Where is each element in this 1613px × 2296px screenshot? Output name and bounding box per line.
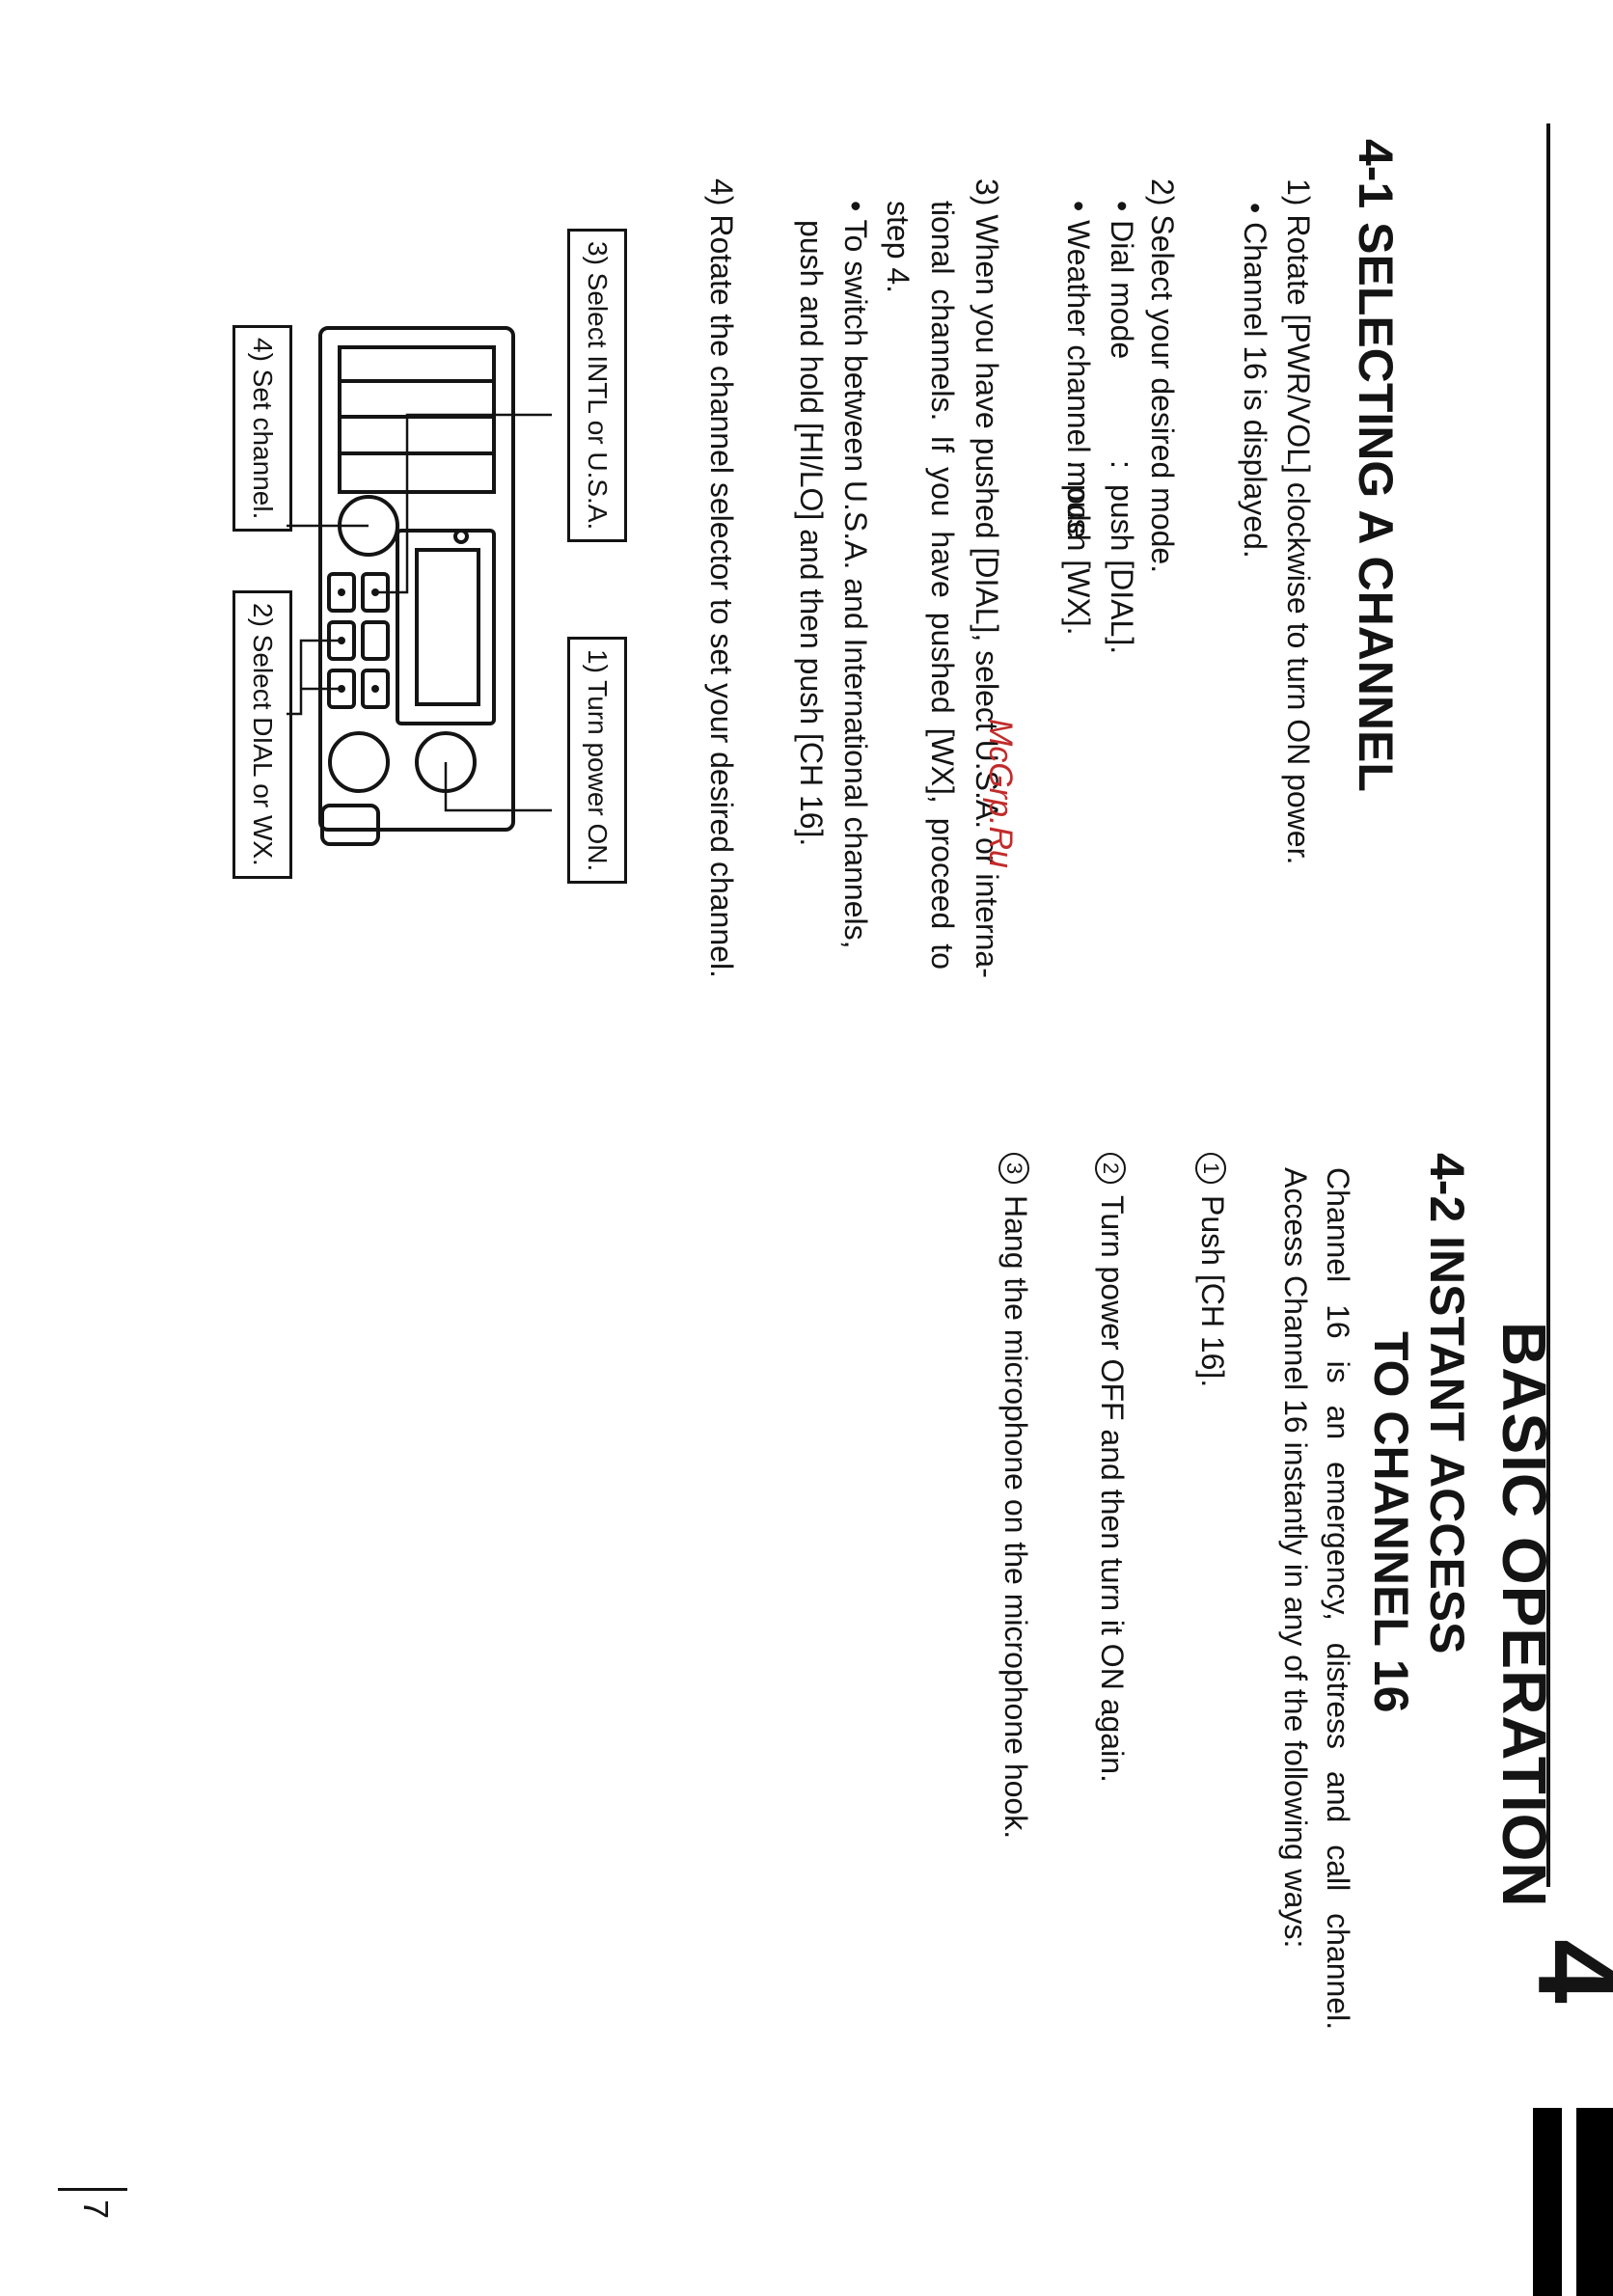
step-4: 4) Rotate the channel selector to set yo…	[704, 178, 739, 978]
step-1: 1) Rotate [PWR/VOL] clockwise to turn ON…	[1281, 178, 1316, 865]
radio-body	[318, 326, 515, 832]
chapter-tab-block	[1576, 2108, 1613, 2296]
squelch-knob	[328, 731, 390, 793]
step-1-note: • Channel 16 is displayed.	[1238, 203, 1272, 559]
page-number-rule	[58, 2188, 127, 2191]
chapter-tab-block	[1533, 2108, 1562, 2296]
speaker-grille	[338, 345, 496, 494]
microphone-hook	[320, 804, 380, 846]
chapter-title: BASIC OPERATION	[1490, 1322, 1559, 1908]
weather-mode-action: push [WX].	[1061, 484, 1096, 636]
radio-front-panel-diagram	[287, 326, 552, 846]
watermark: McGrp.Ru	[982, 719, 1019, 868]
chapter-number: 4	[1511, 1939, 1613, 2004]
dial-mode-action: push [DIAL].	[1105, 484, 1139, 655]
section-title-instant-access-line-2: TO CHANNEL 16	[1364, 1331, 1418, 1713]
callout-turn-power-on: 1) Turn power ON.	[567, 637, 627, 885]
instant-access-item-text: Hang the microphone on the microphone ho…	[998, 1195, 1033, 1840]
instant-access-item-text: Turn power OFF and then turn it ON again…	[1095, 1195, 1130, 1783]
section-title-selecting-channel: 4-1 SELECTING A CHANNEL	[1349, 139, 1403, 792]
circled-number: 1	[1195, 1153, 1226, 1184]
page-number: 7	[76, 2200, 116, 2220]
instant-access-item: 1Push [CH 16].	[1194, 1153, 1231, 1387]
instant-access-item: 3Hang the microphone on the microphone h…	[998, 1153, 1034, 1839]
section-title-instant-access: 4-2 INSTANT ACCESS	[1420, 1153, 1474, 1654]
step-3-bullet-line-1: • To switch between U.S.A. and Internati…	[838, 201, 873, 949]
step-3-line-3: step 4.	[881, 201, 916, 294]
instant-access-item-text: Push [CH 16].	[1195, 1195, 1230, 1388]
lcd-display	[396, 529, 496, 725]
step-3-bullet-line-2: push and hold [HI/LO] and then push [CH …	[794, 220, 829, 847]
instant-access-item: 2Turn power OFF and then turn it ON agai…	[1094, 1153, 1131, 1783]
instant-access-intro-line-1: Channel 16 is an emergency, distress and…	[1321, 1167, 1355, 2031]
instant-access-intro-line-2: Access Channel 16 instantly in any of th…	[1278, 1167, 1313, 1949]
step-3-line-2: tional channels. If you have pushed [WX]…	[925, 201, 960, 970]
step-2: 2) Select your desired mode.	[1145, 178, 1180, 574]
weather-mode-colon: :	[1061, 460, 1096, 469]
dial-mode-label: • Dial mode	[1105, 201, 1139, 360]
circled-number: 2	[1095, 1153, 1126, 1184]
dial-mode-colon: :	[1105, 460, 1139, 469]
callout-select-intl: 3) Select INTL or U.S.A.	[567, 229, 627, 543]
circled-number: 3	[998, 1153, 1029, 1184]
